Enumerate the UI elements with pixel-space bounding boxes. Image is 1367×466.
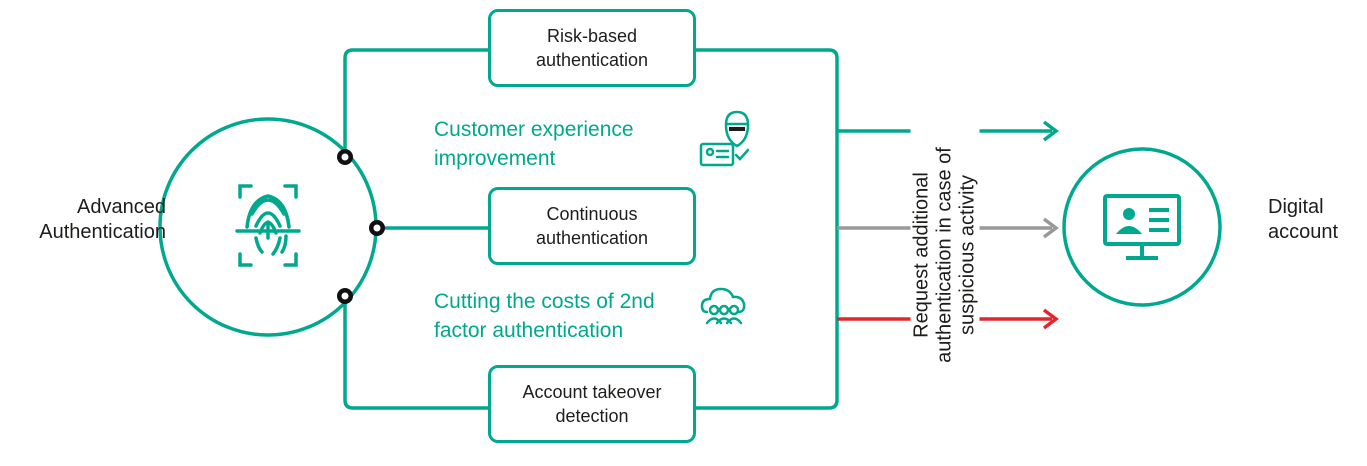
method-box-line1: Continuous (546, 204, 638, 224)
method-box-continuous: Continuous authentication (488, 187, 696, 265)
method-box-risk-based: Risk-based authentication (488, 9, 696, 87)
benefit-line1: Cutting the costs of 2nd (434, 290, 655, 313)
benefit-cutting-costs: Cutting the costs of 2nd factor authenti… (434, 287, 655, 345)
request-additional-authentication-label: Request additional authentication in cas… (910, 105, 980, 405)
advanced-authentication-label: Advanced Authentication (0, 195, 166, 245)
outcome-label-line3: suspicious activity (956, 174, 979, 336)
method-box-line2: authentication (535, 50, 649, 70)
benefit-customer-experience: Customer experience improvement (434, 115, 634, 173)
monitor-profile-card-icon (1103, 194, 1181, 260)
benefit-line1: Customer experience (434, 118, 634, 141)
digital-account-label-line2: account (1268, 221, 1339, 243)
outcome-label-line1: Request additional (910, 172, 933, 338)
digital-account-circle (1062, 147, 1222, 307)
benefit-line2: factor authentication (434, 319, 624, 342)
method-box-line2: authentication (535, 228, 649, 248)
benefit-line2: improvement (434, 147, 556, 170)
digital-account-label-line1: Digital (1268, 196, 1324, 218)
cloud-users-icon (700, 287, 746, 325)
connector-bottom (343, 296, 488, 410)
advanced-authentication-label-line2: Authentication (39, 221, 166, 243)
masked-hacker-id-card-icon (699, 110, 750, 167)
connector-top-right (696, 48, 839, 410)
junction-dots (337, 149, 385, 304)
outcome-label-line2: authentication in case of (933, 147, 956, 363)
method-box-line1: Risk-based (546, 26, 638, 46)
connector-top (343, 48, 488, 157)
digital-account-label: Digital account (1268, 195, 1364, 245)
method-box-line2: detection (555, 406, 629, 426)
method-box-account-takeover: Account takeover detection (488, 365, 696, 443)
fingerprint-scan-icon (235, 184, 301, 267)
method-box-line1: Account takeover (522, 382, 662, 402)
advanced-authentication-label-line1: Advanced (77, 196, 166, 218)
